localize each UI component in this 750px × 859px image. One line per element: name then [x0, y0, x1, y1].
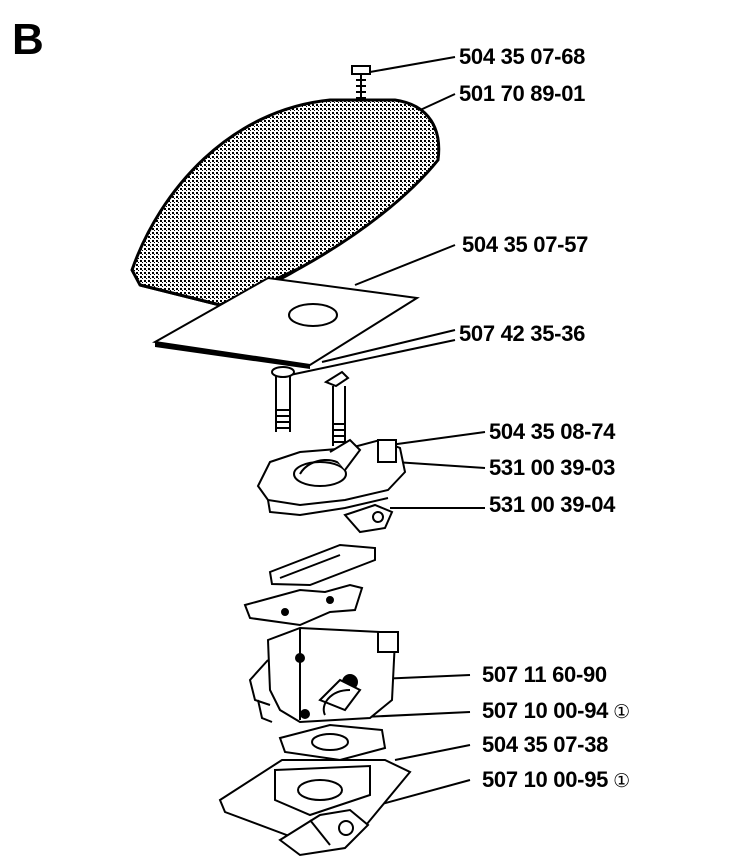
footnote-marker: ① [613, 771, 630, 792]
carburetor-body [248, 626, 399, 724]
leader-line-p3 [354, 244, 456, 286]
leader-line-p6 [394, 461, 486, 469]
footnote-marker: ① [613, 702, 630, 723]
part-number: 504 35 08-74 [489, 419, 616, 444]
leader-line-p4b [289, 339, 456, 376]
part-number: 504 35 07-57 [462, 232, 589, 257]
leader-line-p1 [369, 56, 456, 73]
part-number: 507 10 00-94 [482, 698, 609, 723]
part-label-p10: 504 35 07-38 [482, 734, 608, 756]
part-label-p5: 504 35 08-74 [489, 421, 615, 443]
bottom-gasket [278, 808, 370, 857]
mounting-studs [271, 366, 350, 446]
small-bracket [343, 503, 394, 534]
part-label-p2: 501 70 89-01 [459, 83, 585, 105]
throttle-plates [243, 543, 376, 627]
filter-screw [351, 65, 371, 104]
part-number: 507 42 35-36 [459, 321, 586, 346]
section-letter: B [12, 15, 44, 64]
filter-gasket-plate [151, 276, 420, 369]
leader-line-p5 [389, 431, 486, 446]
part-number: 501 70 89-01 [459, 81, 586, 106]
part-label-p3: 504 35 07-57 [462, 234, 588, 256]
part-number: 507 11 60-90 [482, 662, 607, 687]
carburetor-diaphragm [278, 723, 387, 762]
part-number: 531 00 39-04 [489, 492, 616, 517]
part-number: 507 10 00-95 [482, 767, 609, 792]
part-label-p4: 507 42 35-36 [459, 323, 585, 345]
part-number: 504 35 07-38 [482, 732, 609, 757]
part-label-p1: 504 35 07-68 [459, 46, 585, 68]
part-label-p8: 507 11 60-90 [482, 664, 607, 686]
part-number: 504 35 07-68 [459, 44, 586, 69]
leader-line-p10 [394, 744, 471, 761]
part-label-p6: 531 00 39-03 [489, 457, 615, 479]
part-label-p7: 531 00 39-04 [489, 494, 615, 516]
air-filter [130, 98, 441, 307]
part-number: 531 00 39-03 [489, 455, 616, 480]
leader-line-p4a [321, 329, 456, 363]
intake-adapter [256, 438, 407, 517]
